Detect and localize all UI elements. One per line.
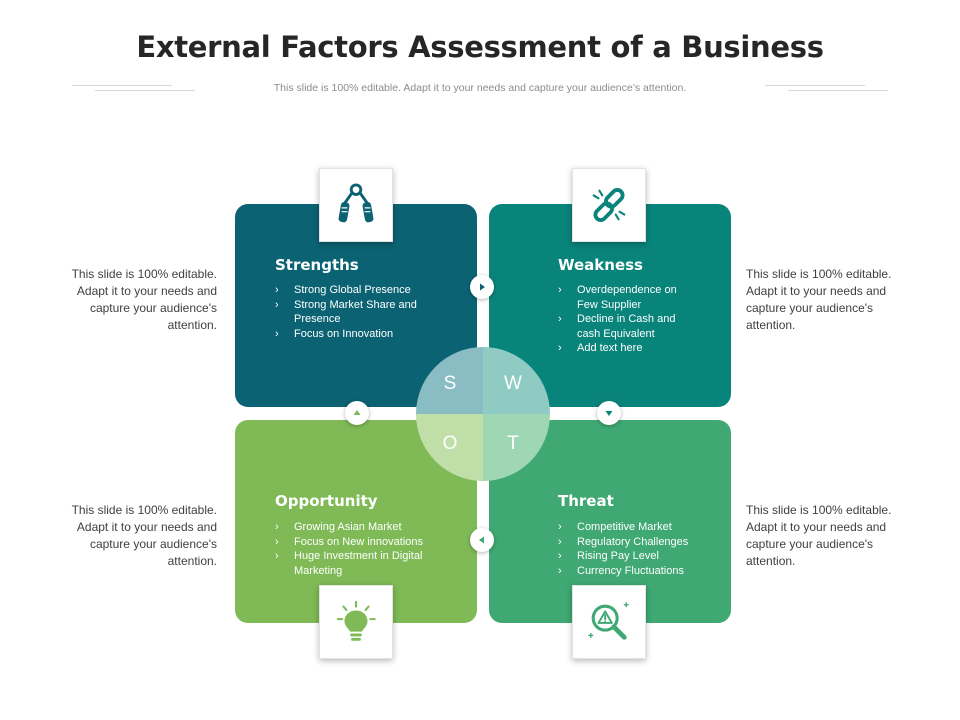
side-text-bottom-right: This slide is 100% editable. Adapt it to… (746, 503, 892, 568)
page-title: External Factors Assessment of a Busines… (136, 30, 824, 64)
weakness-icon-card (572, 168, 646, 242)
decor-rule-right-2 (788, 90, 888, 91)
letter-t: T (507, 433, 519, 454)
arrow-down-button (597, 401, 621, 425)
opportunity-icon-card (319, 585, 393, 659)
list-item: Focus on New innovations (275, 535, 435, 550)
strengths-list: Strong Global PresenceStrong Market Shar… (275, 283, 425, 341)
side-text-bottom-left: This slide is 100% editable. Adapt it to… (71, 503, 217, 568)
circle-quadrant-s (416, 347, 483, 414)
broken-link-icon (592, 188, 626, 222)
arrow-down-icon (605, 411, 613, 416)
list-item: Focus on Innovation (275, 327, 425, 342)
arrow-left-button (470, 528, 494, 552)
letter-s: S (443, 373, 457, 394)
hand-grip-icon (338, 183, 374, 223)
side-text-top-left: This slide is 100% editable. Adapt it to… (71, 267, 217, 332)
swot-circle (416, 347, 550, 481)
circle-quadrant-w (483, 347, 550, 414)
opportunity-list: Growing Asian MarketFocus on New innovat… (275, 520, 435, 578)
decor-rule-right-1 (765, 85, 865, 86)
weakness-title: Weakness (558, 256, 643, 274)
letter-w: W (504, 373, 522, 394)
letter-o: O (442, 433, 458, 454)
arrow-right-button (470, 275, 494, 299)
decor-rule-left-2 (95, 90, 195, 91)
weakness-list: Overdependence on Few SupplierDecline in… (558, 283, 698, 356)
side-text-top-right: This slide is 100% editable. Adapt it to… (746, 267, 892, 332)
opportunity-title: Opportunity (275, 492, 378, 510)
strengths-title: Strengths (275, 256, 359, 274)
list-item: Rising Pay Level (558, 549, 708, 564)
arrow-right-icon (480, 283, 485, 291)
threat-list: Competitive MarketRegulatory ChallengesR… (558, 520, 708, 578)
list-item: Currency Fluctuations (558, 564, 708, 579)
list-item: Strong Market Share and Presence (275, 298, 425, 327)
list-item: Huge Investment in Digital Marketing (275, 549, 435, 578)
circle-quadrant-t (483, 414, 550, 481)
list-item: Regulatory Challenges (558, 535, 708, 550)
list-item: Growing Asian Market (275, 520, 435, 535)
strengths-icon-card (319, 168, 393, 242)
list-item: Decline in Cash and cash Equivalent (558, 312, 698, 341)
page-subtitle: This slide is 100% editable. Adapt it to… (273, 82, 687, 94)
list-item: Competitive Market (558, 520, 708, 535)
arrow-up-button (345, 401, 369, 425)
circle-quadrant-o (416, 414, 483, 481)
list-item: Add text here (558, 341, 698, 356)
threat-title: Threat (558, 492, 614, 510)
lightbulb-icon (336, 600, 376, 641)
arrow-up-icon (353, 410, 361, 415)
arrow-left-icon (479, 536, 484, 544)
list-item: Overdependence on Few Supplier (558, 283, 698, 312)
list-item: Strong Global Presence (275, 283, 425, 298)
magnifier-warning-icon (588, 602, 629, 640)
threat-icon-card (572, 585, 646, 659)
decor-rule-left-1 (72, 85, 172, 86)
